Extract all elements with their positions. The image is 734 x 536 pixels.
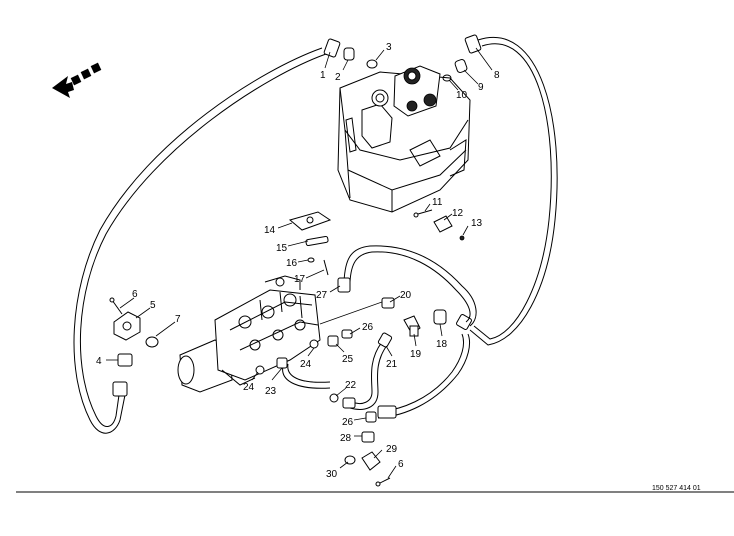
callout-3: 3: [386, 42, 392, 53]
callout-19: 19: [410, 349, 422, 360]
tube-27-18: [337, 245, 477, 327]
fitting-28: [361, 431, 375, 443]
callout-24b: 24: [243, 382, 255, 393]
washer-16: [307, 257, 315, 263]
callout-13: 13: [471, 218, 483, 229]
fitting-26b: [365, 411, 377, 423]
callout-6b: 6: [398, 459, 404, 470]
callout-18: 18: [436, 339, 448, 350]
callout-28: 28: [340, 433, 352, 444]
callout-23: 23: [265, 386, 277, 397]
clamp-12: [433, 215, 453, 233]
callout-7: 7: [175, 314, 181, 325]
callout-6a: 6: [132, 289, 138, 300]
callout-2: 2: [335, 72, 341, 83]
oring-10: [442, 74, 452, 82]
fitting-19: [403, 315, 421, 337]
bolt-6a: [109, 297, 123, 315]
callout-10: 10: [456, 90, 468, 101]
hose-23: [276, 357, 331, 389]
hose-lower-right: [377, 333, 471, 419]
fitting-9: [454, 58, 468, 74]
bolt-6b: [375, 477, 391, 487]
fitting-18: [433, 309, 447, 325]
callout-11: 11: [432, 197, 443, 208]
oring-7: [145, 336, 159, 348]
hose-21: [342, 332, 393, 410]
callout-30: 30: [326, 469, 338, 480]
leader-lines: [106, 47, 493, 479]
callout-9: 9: [478, 82, 484, 93]
callout-27: 27: [316, 290, 328, 301]
callout-21: 21: [386, 359, 398, 370]
document-number: 150 527 414 01: [652, 485, 701, 492]
callout-17: 17: [294, 274, 306, 285]
suction-hose-1: [73, 38, 341, 434]
callout-20: 20: [400, 290, 412, 301]
bracket-14: [288, 211, 332, 231]
callout-14: 14: [264, 225, 276, 236]
hydraulic-tank: [337, 65, 471, 213]
callout-22: 22: [345, 380, 357, 391]
nut-13: [459, 235, 465, 241]
fitting-2: [343, 47, 355, 61]
callout-12: 12: [452, 208, 464, 219]
oring-30: [344, 455, 356, 465]
screw-11: [413, 209, 433, 218]
travel-direction-arrow-icon: [52, 62, 102, 98]
callout-26b: 26: [342, 417, 354, 428]
fitting-26a: [341, 329, 353, 339]
fitting-20: [381, 297, 395, 309]
callout-labels: 1 2 3 8 9 10 11 12 13 14 15 16 17 27 6 5…: [96, 42, 500, 480]
callout-24a: 24: [300, 359, 312, 370]
pin-15: [305, 235, 329, 247]
hydraulic-pump: [177, 275, 321, 393]
callout-4: 4: [96, 356, 102, 367]
fitting-25: [327, 335, 339, 347]
callout-16: 16: [286, 258, 298, 269]
callout-1: 1: [320, 70, 326, 81]
callout-26a: 26: [362, 322, 374, 333]
fitting-24b: [309, 339, 319, 349]
callout-29: 29: [386, 444, 398, 455]
callout-5: 5: [150, 300, 156, 311]
callout-8: 8: [494, 70, 500, 81]
fitting-4: [117, 353, 133, 367]
callout-25: 25: [342, 354, 354, 365]
flange-5: [113, 311, 141, 341]
callout-15: 15: [276, 243, 288, 254]
pressure-hose-8: [456, 34, 558, 346]
oring-3: [366, 59, 378, 69]
bolt-17: [323, 259, 329, 276]
